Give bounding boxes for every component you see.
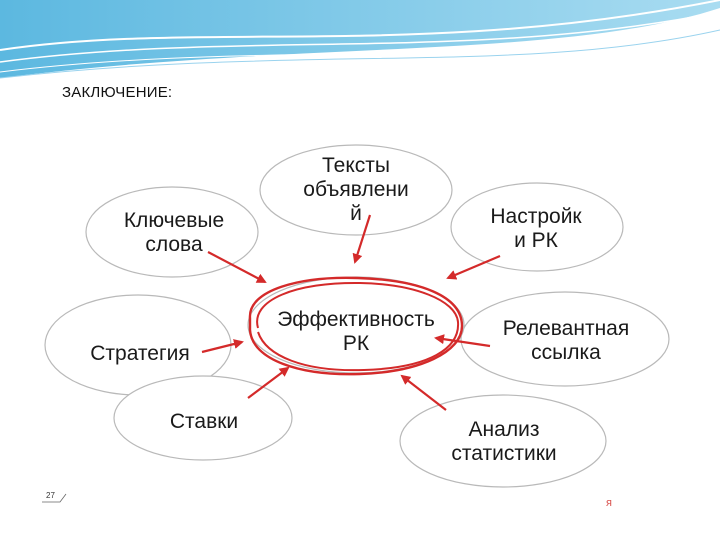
node-label-line: и РК [514,229,559,252]
node-label-line: Эффективность [277,308,435,331]
node-label-line: РК [343,332,370,355]
node-stats-ellipse [399,394,607,488]
node-label-line: ссылка [531,341,601,364]
node-label-line: Тексты [322,154,390,177]
node-label-line: объявлени [303,178,408,201]
arrow-from-settings [446,254,501,280]
node-strategy-label: Стратегия [90,342,190,365]
header-waves [0,0,720,79]
node-label-line: Ставки [170,410,238,433]
node-label-line: й [350,202,362,225]
page-number: 27 [46,491,55,500]
node-label-line: Настройк [490,205,582,228]
node-label-line: Стратегия [90,342,190,365]
node-label-line: слова [145,233,203,256]
node-settings-ellipse [450,182,624,272]
center-highlight-circle-1 [248,276,464,376]
arrow-from-texts [352,214,372,264]
arrow-from-keywords [207,251,267,283]
arrow-from-stats [400,374,447,411]
center-highlight-circle-2 [256,281,460,372]
node-texts-ellipse [259,144,453,236]
node-label-line: Релевантная [503,317,629,340]
node-label-line: статистики [451,442,556,465]
arrow-from-strategy [201,339,244,354]
arrow-from-bids [247,366,290,399]
node-label-line: Ключевые [124,209,224,232]
arrow-from-relevant-link [434,334,491,348]
slide-title: ЗАКЛЮЧЕНИЕ: [62,84,173,101]
node-label-line: Анализ [469,418,540,441]
watermark: я [606,497,612,509]
node-bids-label: Ставки [170,410,238,433]
page-number-marker [42,493,67,503]
node-relevant-link-ellipse [460,291,670,387]
